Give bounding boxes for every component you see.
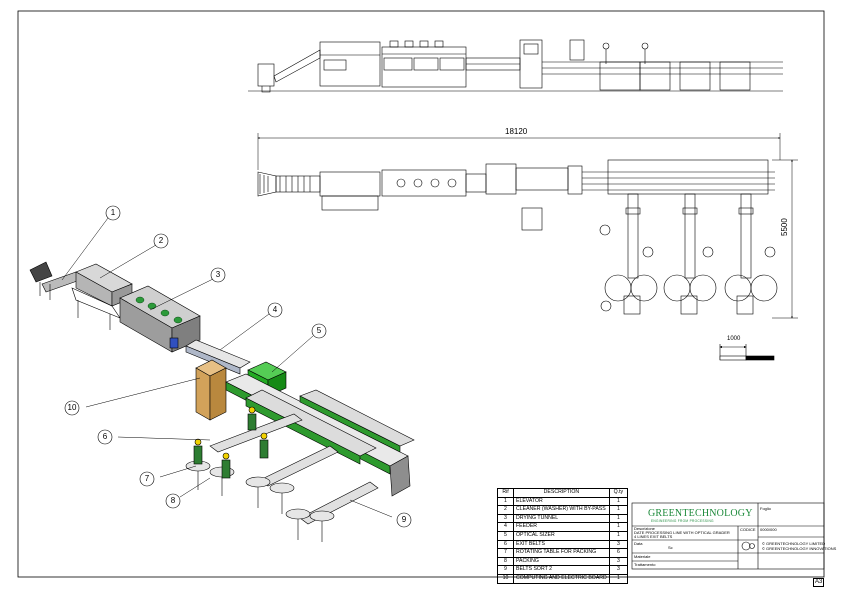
callout-2: 2 — [158, 236, 164, 245]
bom-description: ROTATING TABLE FOR PACKING — [512, 548, 610, 558]
bom-qty: 3 — [608, 556, 629, 567]
bom-ref: 7 — [497, 548, 514, 558]
scale-label: Sc — [668, 545, 673, 550]
bom-header-qty: Q.ty — [608, 488, 629, 498]
sheet-size-badge: A3 — [813, 578, 825, 587]
callout-8: 8 — [170, 496, 176, 505]
data-label: Data — [634, 541, 643, 546]
rights-line2: © GREENTECHNOLOGY INNOVATIONS — [762, 546, 837, 551]
treatment-label: Trattamento — [634, 562, 656, 567]
plan-view — [257, 159, 778, 315]
bom-header-ref: Rif — [497, 488, 514, 498]
bom-description: EXIT BELTS — [512, 539, 610, 550]
bom-qty: 6 — [608, 548, 629, 558]
callout-4: 4 — [272, 305, 278, 314]
callout-6: 6 — [102, 432, 108, 441]
bom-description: PACKING — [512, 556, 610, 567]
description-label: Descrizione — [634, 526, 655, 531]
callout-9: 9 — [401, 515, 407, 524]
bom-header-row: Rif DESCRIPTION Q.ty — [497, 488, 629, 498]
description-line2: 4 LINES EXIT BELTS — [634, 534, 673, 539]
bom-ref: 9 — [497, 565, 514, 575]
overall-length-value: 18120 — [505, 127, 528, 136]
bom-qty: 1 — [608, 573, 629, 584]
scale-bar-value: 1000 — [727, 336, 741, 342]
side-elevation-view — [248, 39, 783, 93]
bom-ref: 4 — [497, 522, 514, 532]
dimension-width — [772, 159, 798, 319]
material-label: Materiale — [634, 554, 651, 559]
sheet-border — [17, 10, 825, 578]
bom-ref: 10 — [497, 573, 514, 584]
bom-header-description: DESCRIPTION — [512, 488, 610, 498]
bom-qty: 3 — [608, 565, 629, 575]
bom-ref: 2 — [497, 505, 514, 515]
callout-7: 7 — [144, 474, 150, 483]
callout-1: 1 — [110, 208, 116, 217]
bom-qty: 1 — [608, 530, 629, 541]
codice-label: CODICE — [740, 527, 756, 532]
company-logo: GREENTECHNOLOGY — [648, 508, 753, 519]
bom-description: BELTS SORT 2 — [512, 565, 610, 575]
callout-3: 3 — [215, 270, 221, 279]
bom-qty: 1 — [608, 505, 629, 515]
overall-width-value: 5500 — [780, 218, 789, 236]
bom-description: CLEANER (WASHER) WITH BY-PASS — [512, 505, 610, 515]
bom-ref: 5 — [497, 530, 514, 541]
description-line1: DATE PROCESSING LINE WITH OPTICAL GRADER — [634, 530, 730, 535]
isometric-view — [29, 261, 415, 542]
foglio-label: Foglio — [760, 506, 771, 511]
bom-description: FEEDER — [512, 522, 610, 532]
worker-figures — [193, 406, 269, 479]
bom-qty: 3 — [608, 539, 629, 550]
bom-ref: 8 — [497, 556, 514, 567]
leader-lines — [61, 217, 393, 518]
dimension-length — [257, 133, 781, 170]
callout-10: 10 — [67, 403, 77, 412]
bom-description: DRYING TUNNEL — [512, 513, 610, 524]
scale-bar — [719, 344, 775, 361]
bom-qty: 1 — [608, 522, 629, 532]
title-block-frame — [631, 502, 825, 570]
bom-description: OPTICAL SIZER — [512, 530, 610, 541]
bom-qty: 1 — [608, 496, 629, 507]
bom-description: ELEVATOR — [512, 496, 610, 507]
rights-line1: © GREENTECHNOLOGY LIMITED — [762, 541, 826, 546]
bom-ref: 3 — [497, 513, 514, 524]
bom-ref: 6 — [497, 539, 514, 550]
callout-circles — [64, 205, 412, 528]
codice-value: 0000/000 — [760, 527, 777, 532]
bom-description: COMPUTING AND ELECTRIC BOARD — [512, 573, 610, 584]
bom-qty: 1 — [608, 513, 629, 524]
bom-ref: 1 — [497, 496, 514, 507]
callout-5: 5 — [316, 326, 322, 335]
company-slogan: ENGINEERING FROM PROCESSING — [651, 519, 714, 523]
